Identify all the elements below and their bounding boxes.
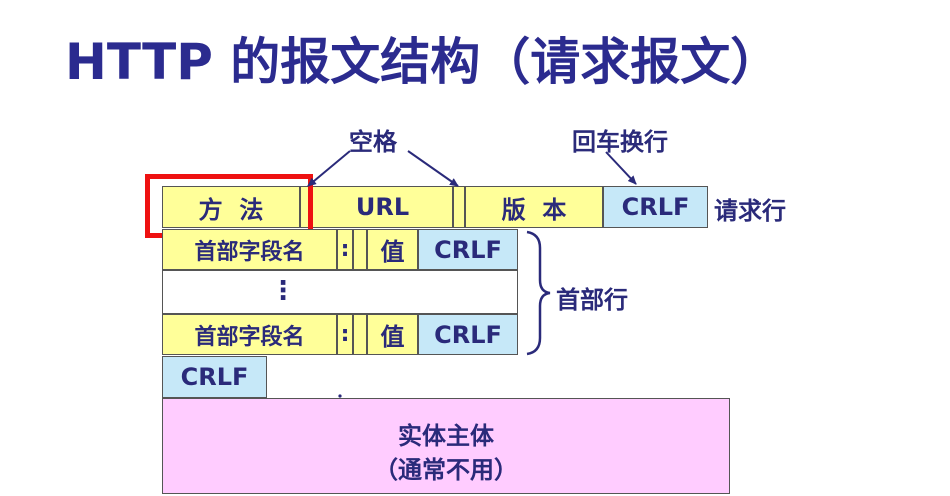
entity-body-box	[162, 398, 730, 494]
ellipsis-mark: ⋮	[270, 276, 296, 306]
header-colon-cell-2: :	[337, 314, 353, 355]
crlf-annotation-label: 回车换行	[572, 128, 668, 156]
method-cell: 方 法	[162, 186, 300, 228]
page-title: HTTP 的报文结构（请求报文）	[65, 33, 781, 91]
space-cell-2	[453, 186, 465, 228]
header-crlf-cell-2: CRLF	[418, 314, 518, 355]
space-arrow-right	[407, 150, 459, 187]
header-value-cell-2: 值	[367, 314, 418, 355]
request-line-crlf-cell: CRLF	[603, 186, 708, 228]
dot-mark	[338, 394, 342, 398]
blank-line-crlf-cell: CRLF	[162, 356, 267, 398]
header-space-cell-2	[353, 314, 367, 355]
space-label: 空格	[349, 128, 397, 156]
space-arrow-left	[307, 150, 351, 187]
version-cell: 版 本	[465, 186, 603, 228]
header-crlf-cell-1: CRLF	[418, 229, 518, 270]
header-lines-brace	[526, 230, 551, 356]
entity-body-label: 实体主体	[398, 422, 494, 450]
header-field-name-cell-2: 首部字段名	[162, 314, 337, 355]
entity-body-note: （通常不用）	[374, 456, 518, 484]
request-line-label: 请求行	[714, 197, 786, 225]
header-space-cell-1	[353, 229, 367, 270]
header-colon-cell-1: :	[337, 229, 353, 270]
header-lines-label: 首部行	[556, 286, 628, 314]
url-cell: URL	[312, 186, 453, 228]
crlf-arrow	[605, 151, 637, 185]
header-ellipsis-area	[162, 270, 518, 314]
header-value-cell-1: 值	[367, 229, 418, 270]
header-field-name-cell-1: 首部字段名	[162, 229, 337, 270]
